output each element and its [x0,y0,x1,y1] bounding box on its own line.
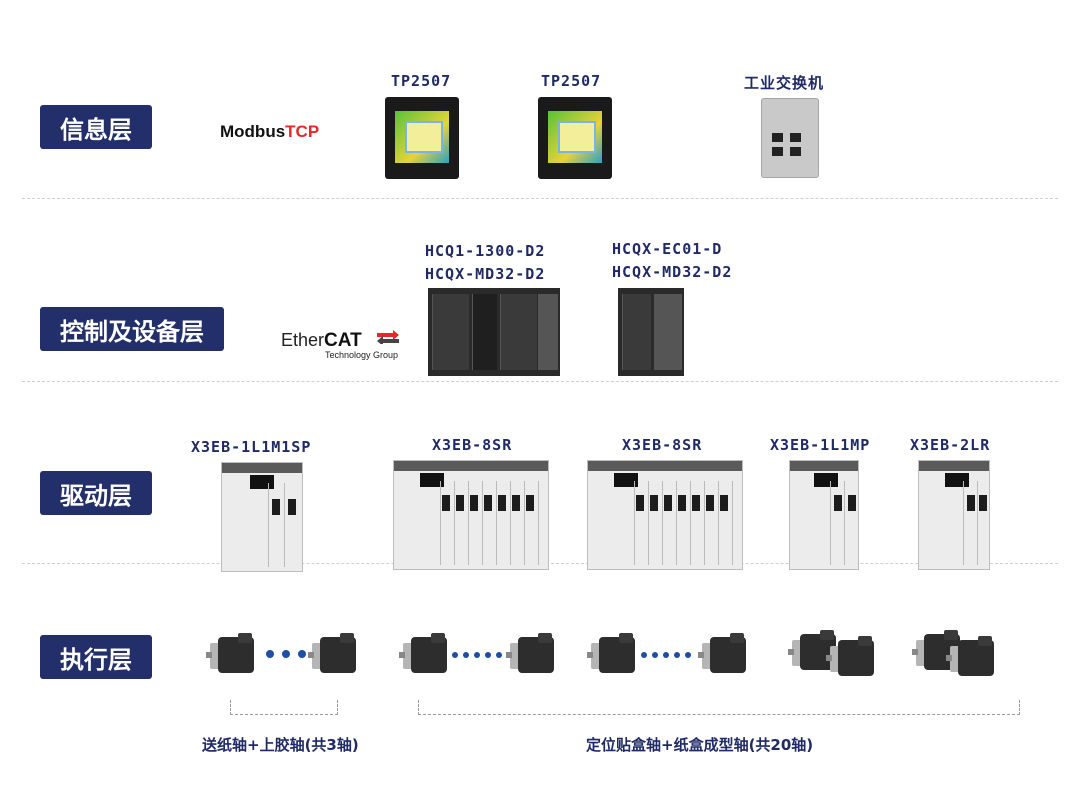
ellipsis-dot [474,652,480,658]
ellipsis-dot [685,652,691,658]
servo-motor [506,633,556,675]
layer-badge-info: 信息层 [40,105,152,149]
ethercat-logo: EtherCAT Technology Group [281,330,399,360]
hmi-panel-2 [538,97,612,179]
plc-hcq1 [428,288,560,376]
ethercat-text-b: CAT [324,330,362,351]
ethercat-text-a: Ether [281,330,325,350]
ellipsis-dot [652,652,658,658]
ellipsis-dot [674,652,680,658]
ellipsis-dot [452,652,458,658]
divider-2 [22,381,1058,382]
ellipsis-dot [485,652,491,658]
bracket-right [418,700,1020,715]
ellipsis-dot [641,652,647,658]
device-label-switch: 工业交换机 [744,74,825,92]
hcqx-line1: HCQX-EC01-D [612,240,723,258]
layer-badge-drive: 驱动层 [40,471,152,515]
ellipsis-dot [282,650,290,658]
industrial-switch [761,98,819,178]
drive-x3eb-8sr-2 [587,460,743,570]
ellipsis-dot [266,650,274,658]
drive-x3eb-1l1m1sp [221,462,303,572]
drive-x3eb-2lr [918,460,990,570]
servo-motor [788,630,838,672]
modbustcp-logo: ModbusTCP [220,122,319,142]
drive-label-1: X3EB-1L1M1SP [191,438,312,456]
drive-x3eb-8sr-1 [393,460,549,570]
drive-label-5: X3EB-2LR [910,436,991,454]
ellipsis-dot [496,652,502,658]
device-label-hcq1: HCQ1-1300-D2 HCQX-MD32-D2 [425,240,545,286]
bracket-left [230,700,338,715]
servo-motor [698,633,748,675]
ellipsis-dot [298,650,306,658]
hmi-panel-1 [385,97,459,179]
plc-hcqx [618,288,684,376]
device-label-tp2507-1: TP2507 [391,72,452,90]
tcp-text: TCP [285,122,320,141]
ellipsis-dot [463,652,469,658]
device-label-hcqx: HCQX-EC01-D HCQX-MD32-D2 [612,238,732,284]
ethercat-arrows-icon [377,330,399,344]
layer-badge-execution: 执行层 [40,635,152,679]
drive-label-2: X3EB-8SR [432,436,513,454]
servo-motor [946,636,996,678]
divider-1 [22,198,1058,199]
ethercat-sub: Technology Group [325,350,399,360]
drive-label-3: X3EB-8SR [622,436,703,454]
caption-right: 定位贴盒轴+纸盒成型轴(共20轴) [586,736,814,754]
modbus-text: Modbus [220,122,286,141]
servo-motor [826,636,876,678]
hcq1-line2: HCQX-MD32-D2 [425,265,546,283]
servo-motor [308,633,358,675]
servo-motor [206,633,256,675]
servo-motor [587,633,637,675]
servo-motor [399,633,449,675]
caption-left: 送纸轴+上胶轴(共3轴) [202,736,359,754]
hcqx-line2: HCQX-MD32-D2 [612,263,733,281]
drive-x3eb-1l1mp [789,460,859,570]
layer-badge-control: 控制及设备层 [40,307,224,351]
ellipsis-dot [663,652,669,658]
hcq1-line1: HCQ1-1300-D2 [425,242,546,260]
drive-label-4: X3EB-1L1MP [770,436,871,454]
device-label-tp2507-2: TP2507 [541,72,602,90]
